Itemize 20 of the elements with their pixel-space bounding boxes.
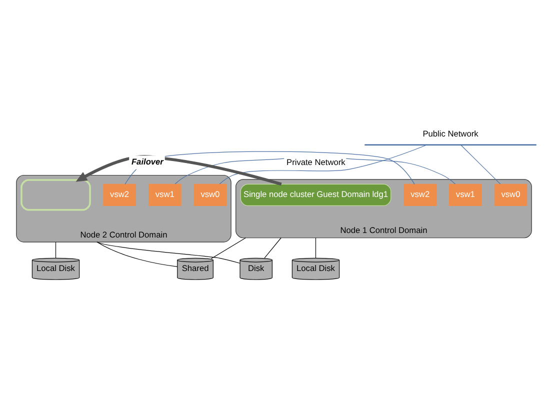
node-box: vsw0	[494, 183, 528, 206]
node-box: vsw0	[194, 183, 227, 206]
edge-label: Private Network	[286, 156, 346, 166]
connector	[55, 241, 56, 258]
connector	[96, 241, 240, 264]
node-box: vsw1	[148, 183, 182, 206]
node-box: Single node cluster Guest Domain ldg1	[240, 183, 392, 206]
connector	[96, 241, 178, 266]
connector	[219, 144, 428, 184]
connector	[210, 237, 246, 259]
node-box	[20, 178, 91, 210]
connector	[460, 144, 501, 184]
node-box: vsw1	[449, 183, 482, 206]
node-box: vsw2	[103, 183, 136, 206]
connector	[264, 237, 282, 258]
edge-label: Failover	[131, 156, 164, 166]
connector	[315, 237, 316, 258]
node-box: vsw2	[404, 183, 436, 206]
node-text: Public Network	[422, 128, 478, 138]
connector	[124, 150, 415, 184]
